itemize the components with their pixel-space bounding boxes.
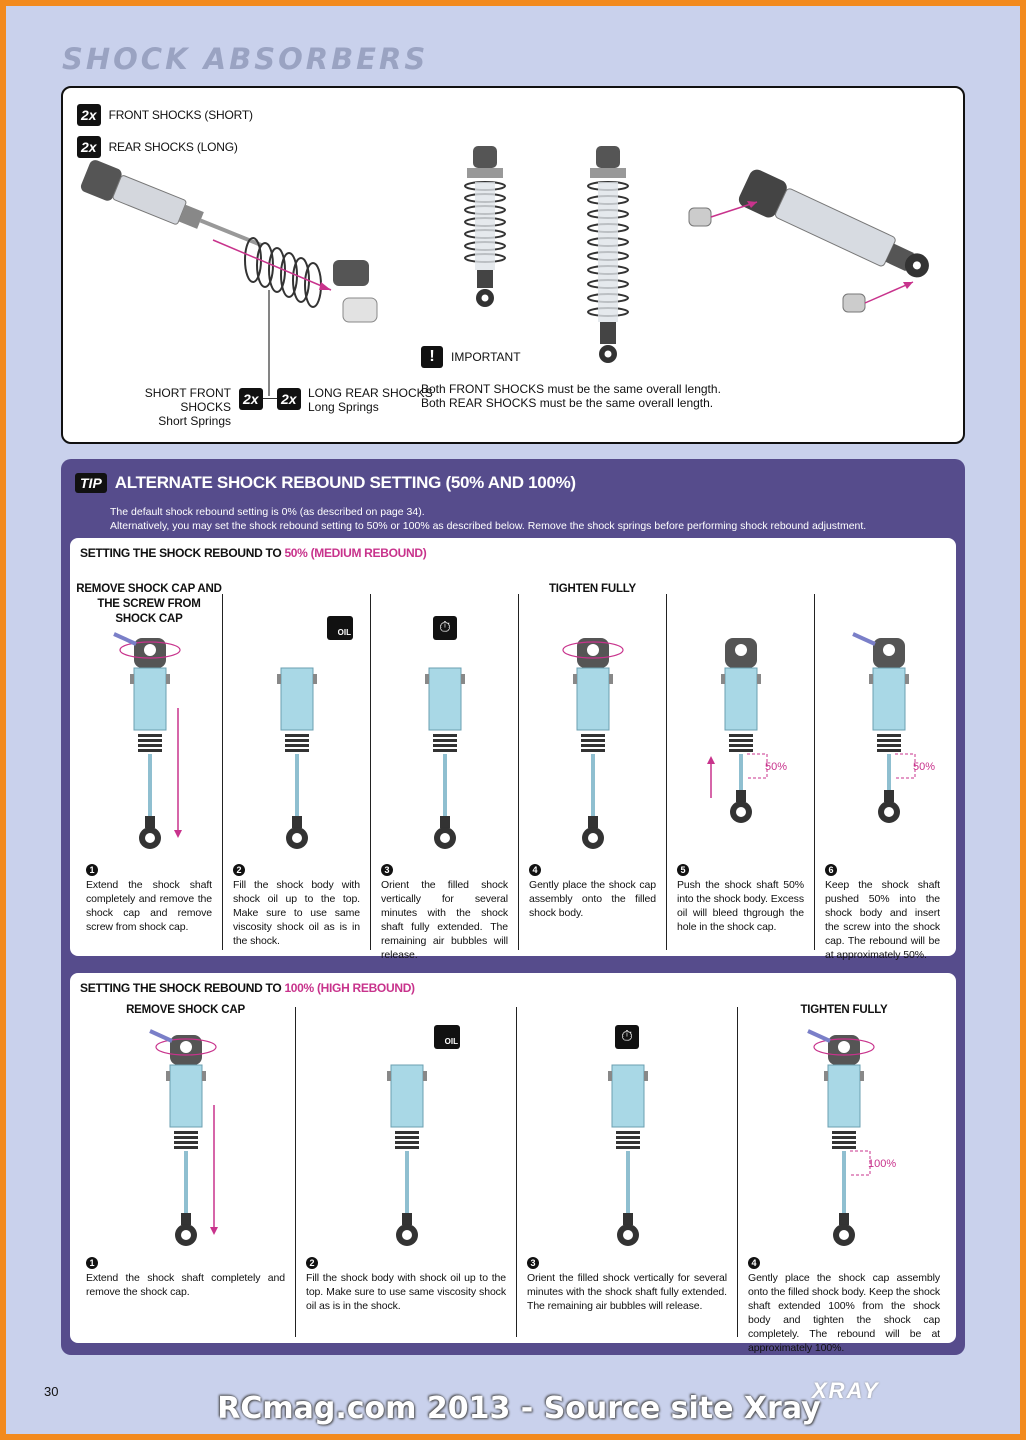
tip-panel: TIP ALTERNATE SHOCK REBOUND SETTING (50%…: [61, 459, 965, 1355]
important-note: ! IMPORTANT: [421, 346, 521, 368]
important-line-1: Both FRONT SHOCKS must be the same overa…: [421, 382, 721, 396]
qty-badge: 2x: [277, 388, 301, 410]
shock-illustration: 50%: [707, 638, 787, 823]
shock-illustration: [425, 667, 465, 849]
page: SHOCK ABSORBERS 2x FRONT SHOCKS (SHORT) …: [6, 6, 1020, 1434]
warning-icon: !: [421, 346, 443, 368]
front-shock-illustration: [464, 146, 506, 307]
shock-illustration: [112, 632, 182, 849]
shock-illustration: [277, 667, 317, 849]
short-front-sub: Short Springs: [158, 414, 231, 428]
step-number: 5: [677, 864, 689, 876]
medium-rebound-section: SETTING THE SHOCK REBOUND TO 50% (MEDIUM…: [70, 538, 956, 961]
timer-icon: ⏱: [615, 1025, 639, 1049]
step-caption: REMOVE SHOCK CAP AND THE SCREW FROM SHOC…: [76, 583, 222, 625]
page-title: SHOCK ABSORBERS: [62, 42, 429, 76]
medium-step-1: REMOVE SHOCK CAP AND THE SCREW FROM SHOC…: [76, 583, 223, 950]
step-caption: TIGHTEN FULLY: [800, 1004, 888, 1016]
long-rear-callout: LONG REAR SHOCKS Long Springs: [308, 386, 433, 414]
qty-badge: 2x: [77, 136, 101, 158]
watermark: RCmag.com 2013 - Source site Xray: [217, 1391, 821, 1426]
oil-bottle-icon: OIL: [327, 616, 353, 640]
svg-text:100%: 100%: [868, 1158, 896, 1170]
section-title-highlight: 100% (HIGH REBOUND): [284, 981, 415, 995]
shock-illustration: [607, 1064, 648, 1246]
exploded-shock-illustration: [80, 160, 378, 396]
shock-rod-end-illustration: [688, 169, 929, 313]
brand-logo: XRAY: [812, 1378, 880, 1403]
step-text: Orient the filled shock vertically for s…: [381, 879, 508, 961]
step-text: Fill the shock body with shock oil up to…: [233, 879, 360, 947]
oil-bottle-icon: OIL: [434, 1025, 460, 1049]
page-number: 30: [44, 1384, 59, 1399]
step-number: 1: [86, 864, 98, 876]
section-title-highlight: 50% (MEDIUM REBOUND): [284, 546, 427, 560]
tip-description: The default shock rebound setting is 0% …: [110, 505, 866, 533]
tip-line-2: Alternatively, you may set the shock reb…: [110, 520, 867, 532]
important-line-2: Both REAR SHOCKS must be the same overal…: [421, 396, 714, 410]
step-number: 2: [306, 1257, 318, 1269]
shock-illustration: [149, 1029, 218, 1246]
shock-illustration: [386, 1064, 427, 1246]
shock-illustration: 100%: [807, 1029, 896, 1246]
step-number: 3: [381, 864, 393, 876]
step-number: 3: [527, 1257, 539, 1269]
front-shocks-qty-row: 2x FRONT SHOCKS (SHORT): [77, 104, 253, 126]
section-title-prefix: SETTING THE SHOCK REBOUND TO: [80, 981, 282, 995]
parts-panel: 2x FRONT SHOCKS (SHORT) 2x REAR SHOCKS (…: [61, 86, 965, 444]
short-front-title: SHORT FRONT SHOCKS: [144, 386, 231, 414]
step-text: Extend the shock shaft completely and re…: [86, 1272, 285, 1298]
svg-text:50%: 50%: [765, 761, 787, 773]
rear-shock-illustration: [587, 146, 629, 363]
long-rear-title: LONG REAR SHOCKS: [308, 386, 433, 400]
long-rear-sub: Long Springs: [308, 400, 379, 414]
medium-steps: REMOVE SHOCK CAP AND THE SCREW FROM SHOC…: [76, 583, 950, 961]
qty-badge: 2x: [77, 104, 101, 126]
step-number: 2: [233, 864, 245, 876]
rear-shocks-label: REAR SHOCKS (LONG): [108, 140, 238, 154]
step-text: Push the shock shaft 50% into the shock …: [677, 879, 804, 933]
step-number: 6: [825, 864, 837, 876]
medium-rebound-title: SETTING THE SHOCK REBOUND TO 50% (MEDIUM…: [80, 546, 427, 560]
step-caption: TIGHTEN FULLY: [548, 583, 637, 595]
step-text: Extend the shock shaft completely and re…: [86, 879, 212, 933]
high-rebound-title: SETTING THE SHOCK REBOUND TO 100% (HIGH …: [80, 981, 415, 995]
step-number: 4: [529, 864, 541, 876]
section-title-prefix: SETTING THE SHOCK REBOUND TO: [80, 546, 282, 560]
important-text: Both FRONT SHOCKS must be the same overa…: [421, 382, 721, 410]
svg-text:50%: 50%: [913, 761, 935, 773]
connector-line: [263, 398, 277, 399]
tip-title: ALTERNATE SHOCK REBOUND SETTING (50% AND…: [114, 473, 576, 492]
front-shocks-label: FRONT SHOCKS (SHORT): [108, 108, 253, 122]
step-number: 1: [86, 1257, 98, 1269]
qty-badge: 2x: [239, 388, 263, 410]
important-label: IMPORTANT: [451, 350, 521, 364]
shock-illustration: 50%: [852, 632, 935, 823]
rear-shocks-qty-row: 2x REAR SHOCKS (LONG): [77, 136, 238, 158]
tip-header: TIP ALTERNATE SHOCK REBOUND SETTING (50%…: [75, 473, 576, 493]
step-text: Fill the shock body with shock oil up to…: [306, 1272, 506, 1312]
high-rebound-section: SETTING THE SHOCK REBOUND TO 100% (HIGH …: [70, 973, 956, 1354]
tip-line-1: The default shock rebound setting is 0% …: [110, 506, 425, 518]
step-text: Orient the filled shock vertically for s…: [527, 1272, 727, 1312]
step-text: Keep the shock shaft pushed 50% into the…: [825, 879, 940, 961]
step-text: Gently place the shock cap assembly onto…: [529, 879, 656, 919]
timer-icon: ⏱: [433, 616, 457, 640]
shock-illustration: [562, 638, 624, 849]
step-text: Gently place the shock cap assembly onto…: [748, 1272, 940, 1354]
step-number: 4: [748, 1257, 760, 1269]
step-caption: REMOVE SHOCK CAP: [126, 1004, 245, 1016]
short-front-callout: SHORT FRONT SHOCKS Short Springs: [131, 386, 231, 428]
tip-badge: TIP: [75, 473, 107, 493]
